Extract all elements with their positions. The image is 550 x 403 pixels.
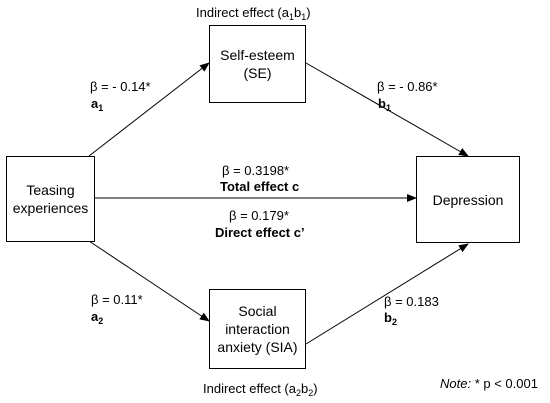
arrow-a1 [88, 62, 210, 157]
path-a2-coefficient: β = 0.11* [91, 292, 143, 307]
node-teasing-line1: Teasing [26, 182, 75, 198]
node-sia-line1: Social [238, 303, 277, 319]
path-a1-coefficient: β = - 0.14* [90, 79, 151, 94]
path-b2-label: b2 [384, 310, 397, 327]
total-effect-coefficient: β = 0.3198* [222, 163, 290, 178]
node-depression: Depression [416, 156, 520, 243]
path-b2-coefficient: β = 0.183 [384, 294, 439, 309]
indirect-effect-bottom-label: Indirect effect (a2b2) [203, 381, 318, 398]
arrow-a2 [88, 240, 210, 322]
path-a2-label: a2 [91, 309, 104, 326]
indirect-effect-top-label: Indirect effect (a1b1) [196, 5, 311, 22]
note-label: Note: [440, 376, 472, 391]
total-effect-label: Total effect c [220, 179, 300, 194]
node-sia-line2: interaction [225, 321, 290, 337]
direct-effect-coefficient: β = 0.179* [229, 208, 289, 223]
node-self-esteem-label: Self-esteem (SE) [220, 47, 295, 81]
node-teasing-experiences: Teasing experiences [6, 156, 95, 242]
path-b1-label: b1 [378, 96, 391, 113]
node-self-esteem: Self-esteem (SE) [209, 25, 306, 103]
node-sia-line3: anxiety (SIA) [217, 339, 298, 355]
arrow-b1 [305, 62, 469, 157]
path-b1-coefficient: β = - 0.86* [377, 79, 438, 94]
node-teasing-line2: experiences [12, 200, 89, 216]
node-depression-label: Depression [432, 191, 504, 208]
note-text: * p < 0.001 [471, 376, 538, 391]
direct-effect-label: Direct effect c’ [215, 225, 305, 240]
node-social-interaction-anxiety: Social interaction anxiety (SIA) [209, 289, 306, 369]
significance-note: Note: * p < 0.001 [440, 376, 538, 391]
path-a1-label: a1 [91, 96, 104, 113]
arrow-b2 [305, 243, 469, 345]
